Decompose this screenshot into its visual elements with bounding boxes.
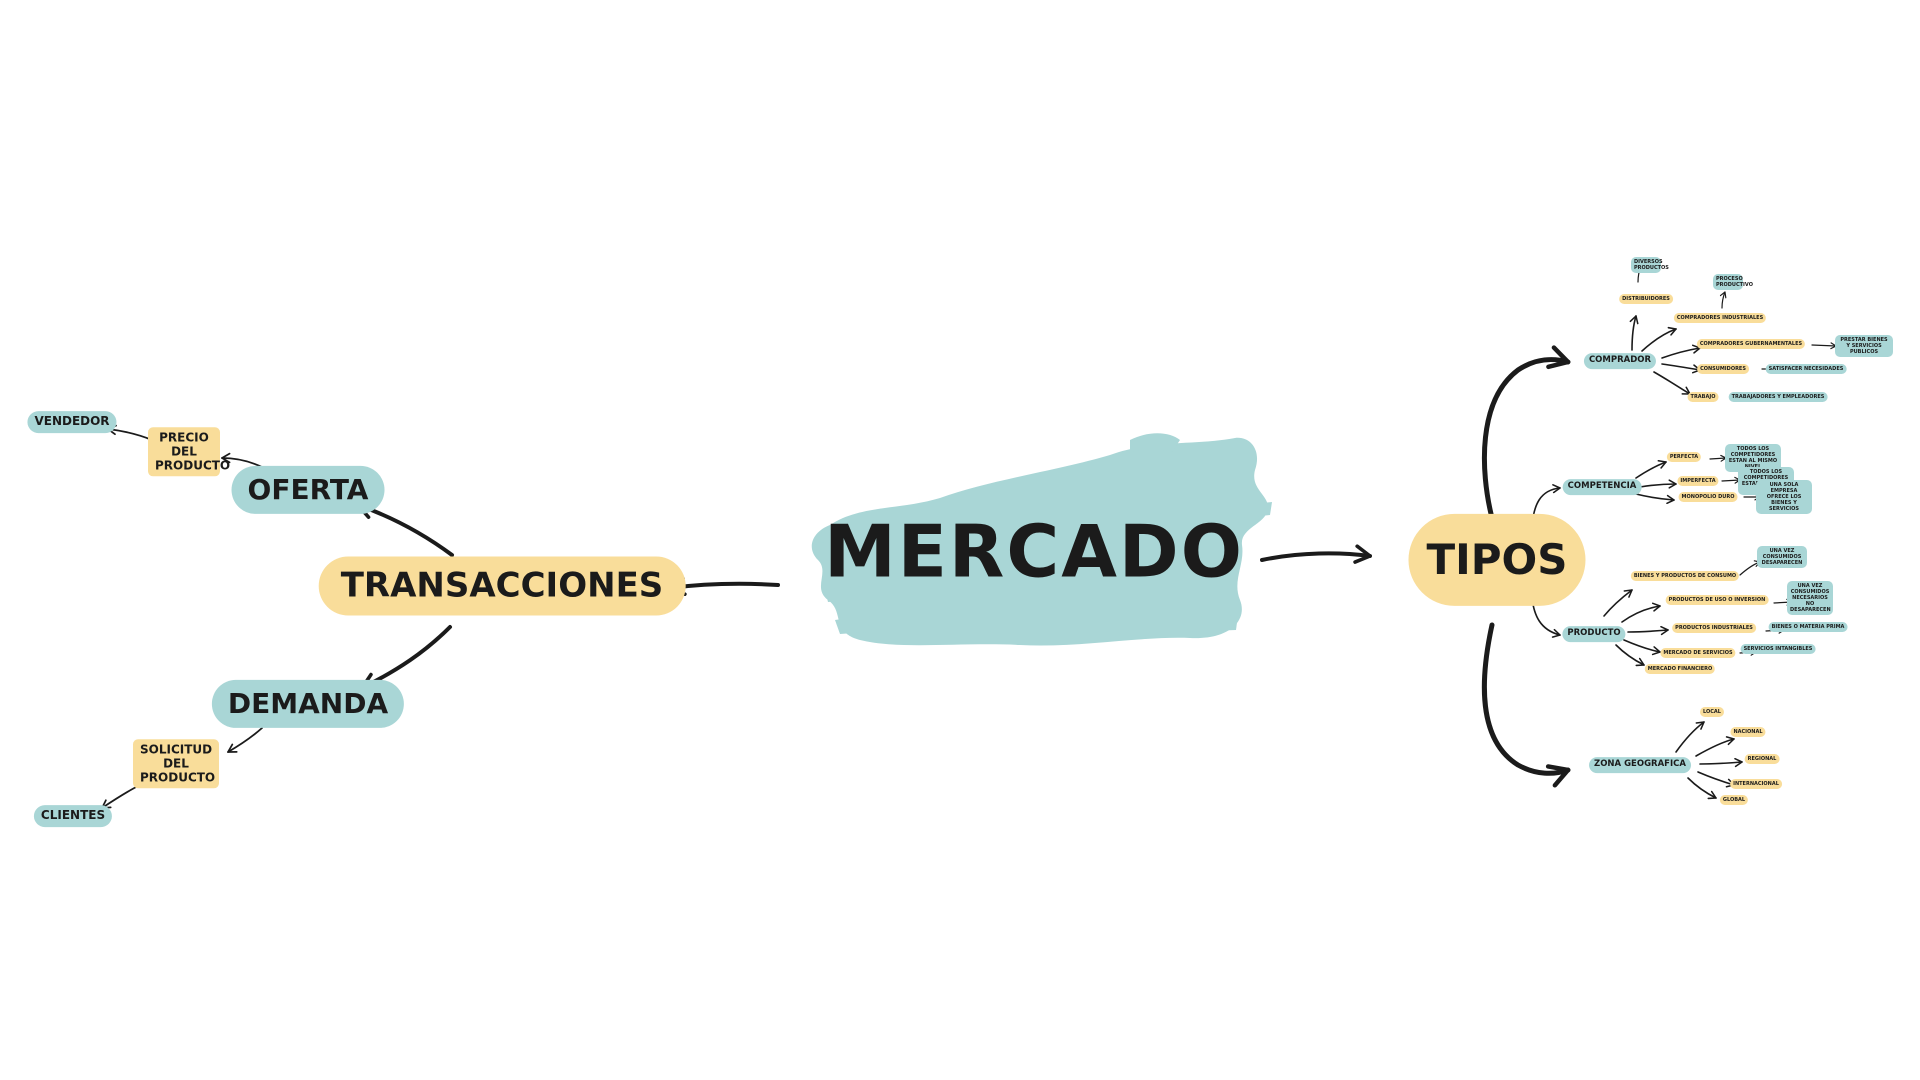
node-demanda: DEMANDA	[211, 679, 405, 729]
center-title: MERCADO	[824, 509, 1244, 594]
node-global: GLOBAL	[1719, 795, 1749, 805]
note-consumidores: SATISFACER NECESIDADES	[1765, 364, 1847, 374]
node-compradores-industriales: COMPRADORES INDUSTRIALES	[1673, 313, 1767, 323]
note-distribuidores: DIVERSOS PRODUCTOS	[1631, 257, 1669, 273]
node-mercado-financiero: MERCADO FINANCIERO	[1644, 664, 1716, 674]
note-compradores-gubernamentales: PRESTAR BIENES Y SERVICIOS PUBLICOS	[1835, 335, 1893, 357]
node-transacciones: TRANSACCIONES	[318, 556, 686, 616]
node-uso-inversion: PRODUCTOS DE USO O INVERSION	[1665, 595, 1769, 605]
node-nacional: NACIONAL	[1730, 727, 1766, 737]
node-oferta: OFERTA	[231, 465, 385, 515]
node-vendedor: VENDEDOR	[27, 411, 117, 433]
node-regional: REGIONAL	[1744, 754, 1780, 764]
note-trabajo: TRABAJADORES Y EMPLEADORES	[1728, 392, 1828, 402]
node-tipos: TIPOS	[1408, 513, 1586, 607]
node-mercado-servicios: MERCADO DE SERVICIOS	[1660, 648, 1736, 658]
node-comprador: COMPRADOR	[1583, 353, 1657, 369]
node-internacional: INTERNACIONAL	[1730, 779, 1782, 789]
node-bienes-consumo: BIENES Y PRODUCTOS DE CONSUMO	[1630, 571, 1740, 581]
node-monopolio-duro: MONOPOLIO DURO	[1678, 492, 1738, 502]
node-solicitud-del-producto: SOLICITUD DEL PRODUCTO	[133, 739, 219, 789]
brush-splash	[811, 433, 1272, 646]
note-productos-industriales: BIENES O MATERIA PRIMA	[1768, 622, 1848, 632]
note-monopolio-duro: UNA SOLA EMPRESA OFRECE LOS BIENES Y SER…	[1756, 480, 1812, 514]
node-perfecta: PERFECTA	[1666, 452, 1702, 462]
node-distribuidores: DISTRIBUIDORES	[1619, 294, 1673, 304]
note-uso-inversion: UNA VEZ CONSUMIDOS NECESARIOS NO DESAPAR…	[1787, 581, 1833, 615]
node-precio-del-producto: PRECIO DEL PRODUCTO	[148, 427, 230, 477]
node-imperfecta: IMPERFECTA	[1677, 476, 1719, 486]
node-trabajo: TRABAJO	[1687, 392, 1719, 402]
note-mercado-servicios: SERVICIOS INTANGIBLES	[1740, 644, 1816, 654]
connector-lines	[101, 265, 1837, 809]
node-producto: PRODUCTO	[1562, 626, 1626, 642]
node-competencia: COMPETENCIA	[1562, 479, 1642, 495]
note-compradores-industriales: PROCESO PRODUCTIVO	[1713, 274, 1753, 290]
note-bienes-consumo: UNA VEZ CONSUMIDOS DESAPARECEN	[1757, 546, 1807, 568]
node-productos-industriales: PRODUCTOS INDUSTRIALES	[1672, 623, 1756, 633]
node-zona-geografica: ZONA GEOGRAFICA	[1589, 757, 1691, 773]
node-clientes: CLIENTES	[33, 805, 113, 827]
node-compradores-gubernamentales: COMPRADORES GUBERNAMENTALES	[1696, 339, 1806, 349]
node-consumidores: CONSUMIDORES	[1697, 364, 1749, 374]
node-local: LOCAL	[1700, 707, 1724, 717]
